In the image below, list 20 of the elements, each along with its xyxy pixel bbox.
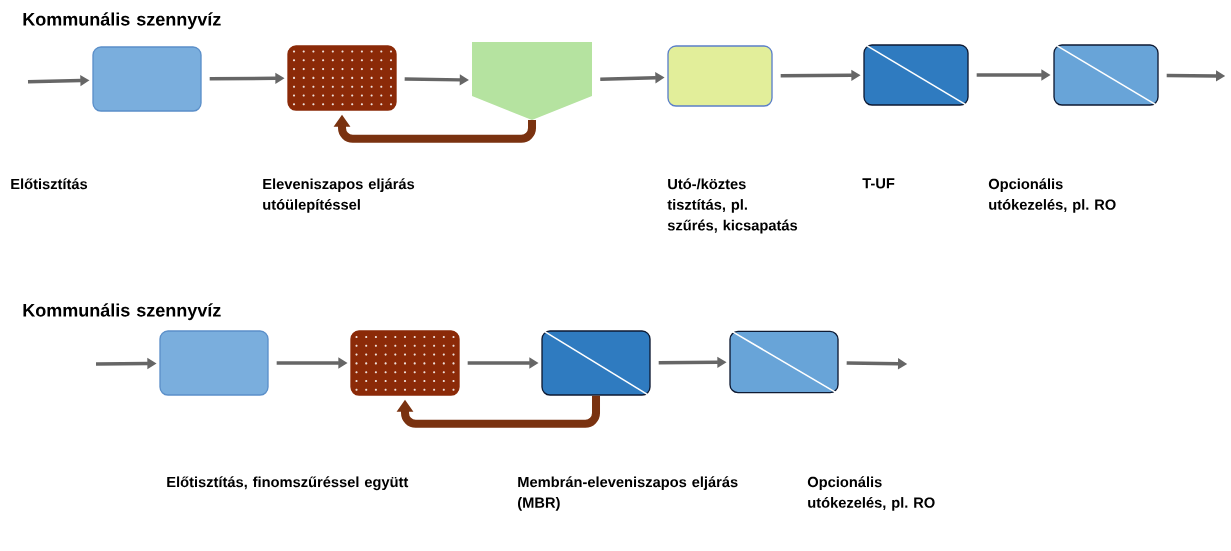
step-label: T-UF: [862, 178, 895, 189]
step-label: Utó-/köztes tisztítás, pl. szűrés, kicsapatás: [667, 178, 798, 234]
step-label: Előtisztítás, finomszűréssel együtt: [167, 476, 409, 491]
step-label: Eleveniszapos eljárás utóülepítéssel: [263, 178, 415, 213]
step-label: Előtisztítás: [11, 178, 88, 190]
process-box: [159, 330, 269, 396]
membrane-module: [729, 330, 839, 394]
membrane-module: [863, 44, 969, 106]
process-box: [92, 46, 202, 112]
membrane-module: [541, 330, 651, 396]
process-box: [287, 45, 397, 111]
step-label: Membrán-eleveniszapos eljárás (MBR): [518, 476, 738, 511]
settling-tank: [472, 42, 592, 120]
process-box: [667, 45, 773, 107]
membrane-module: [1053, 44, 1159, 106]
heading: Kommunális szennyvíz: [23, 12, 221, 30]
process-box: [350, 330, 460, 396]
heading: Kommunális szennyvíz: [23, 303, 221, 321]
step-label: Opcionális utókezelés, pl. RO: [807, 476, 935, 511]
step-label: Opcionális utókezelés, pl. RO: [988, 178, 1116, 213]
